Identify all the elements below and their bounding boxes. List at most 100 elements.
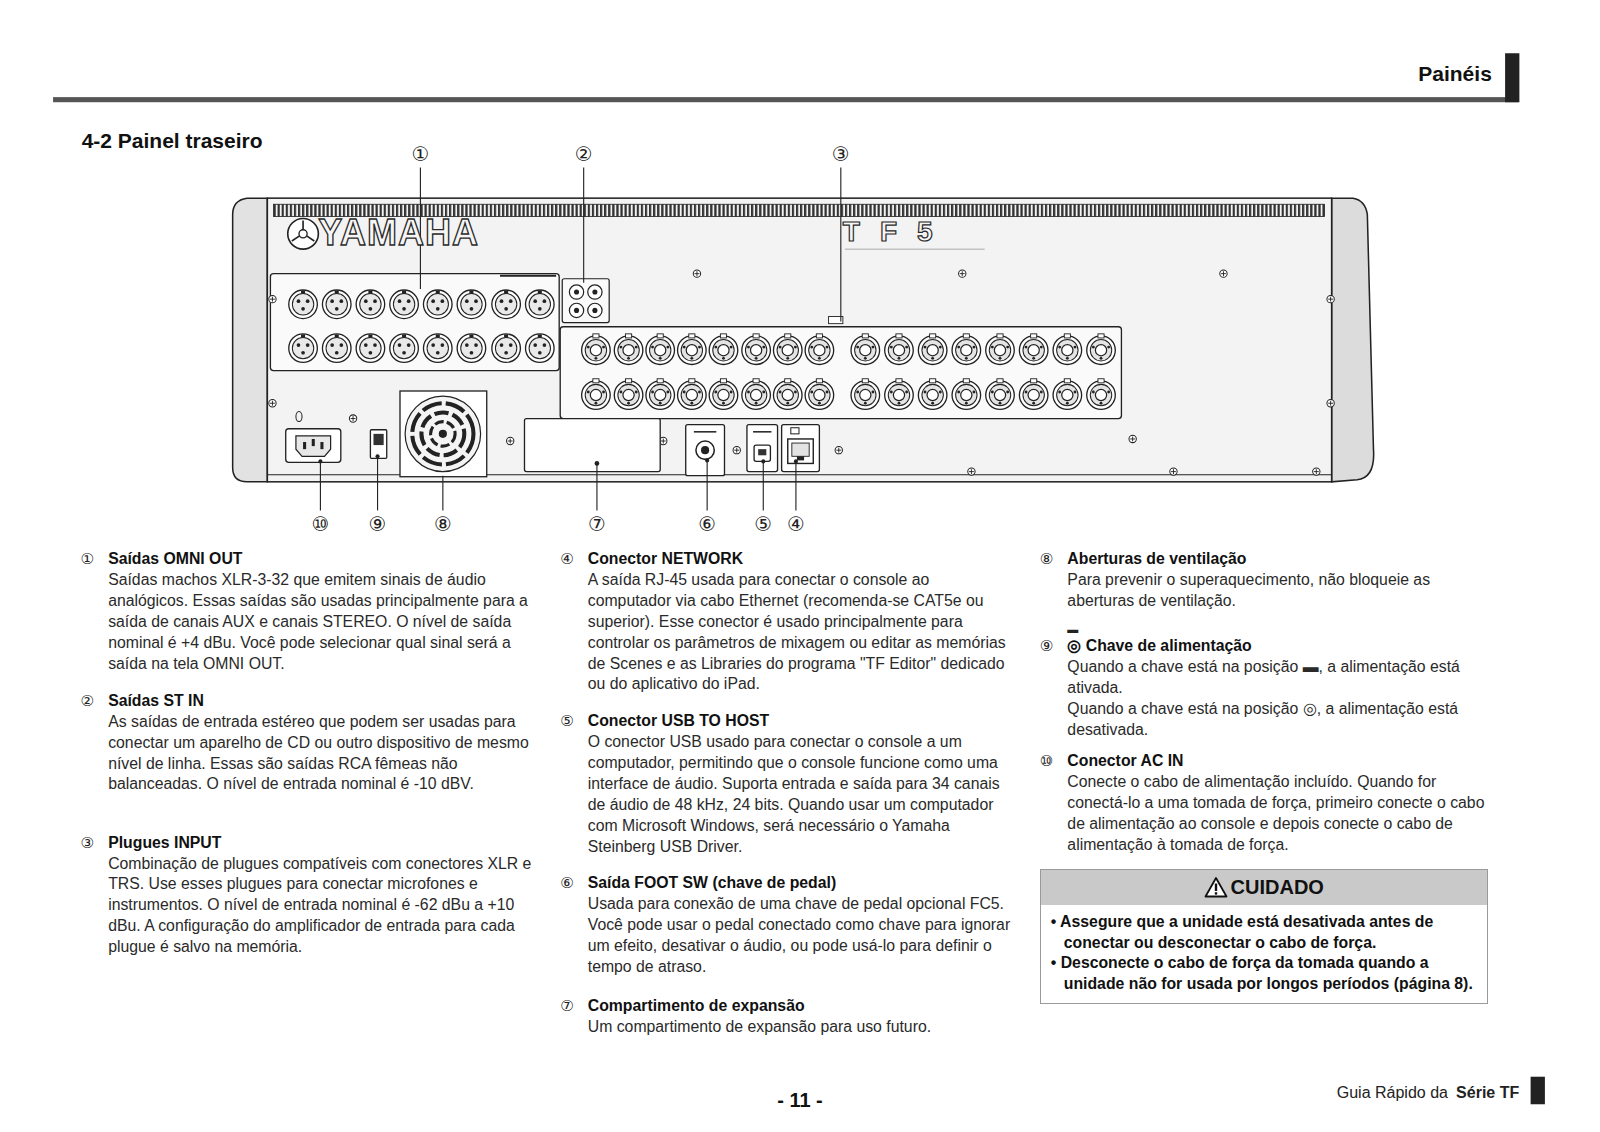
item-description: O conector USB usado para conectar o con… [588,732,1017,857]
item-description: As saídas de entrada estéreo que podem s… [108,712,531,796]
item-heading: Conector NETWORK [588,549,1017,570]
item-heading: Plugues INPUT [108,833,531,854]
footer-text-holder: Guia Rápido da [1265,1083,1448,1103]
item-description: Conecte o cabo de alimentação incluído. … [1067,772,1490,856]
item-number-holder: ⑥ [560,873,584,894]
leader-dot [705,458,709,462]
footer-text: Guia Rápido da [1265,1083,1448,1103]
callout-number-holder: ⑧ [428,512,459,536]
leader-dot [794,459,798,463]
leader-dot [376,454,380,458]
item-description: Combinação de plugues compatíveis com co… [108,854,531,959]
item-description: Quando a chave está na posição ◎, a alim… [1067,699,1490,741]
item-number: ② [81,691,105,712]
leader-dot [318,459,322,463]
item-number: ⑩ [1040,751,1064,772]
brand-logo-holder: YAMAHA [318,213,532,253]
item-block: Saídas ST INAs saídas de entrada estéreo… [108,691,531,796]
section-header: Painéis [1329,62,1492,86]
item-block: Saídas OMNI OUTSaídas machos XLR-3-32 qu… [108,549,531,674]
section-header-holder: Painéis [1329,62,1492,86]
item-number-holder: ⑨ [1040,636,1064,657]
item-block: Conector NETWORKA saída RJ-45 usada para… [588,549,1017,695]
item-heading: Saídas OMNI OUT [108,549,531,570]
callout-number-holder: ⑩ [305,512,336,536]
ac-in-inlet [286,411,341,462]
callout-number-holder: ④ [781,512,812,536]
caution-body: • Assegure que a unidade está desativada… [1041,905,1487,1004]
item-number: ⑥ [560,873,584,894]
item-number-holder: ② [81,691,105,712]
item-number-holder: ⑧ [1040,549,1064,570]
item-number: ⑤ [560,711,584,732]
item-block: Conector AC INConecte o cabo de alimenta… [1067,751,1490,856]
item-description: A saída RJ-45 usada para conectar o cons… [588,570,1017,695]
caution-box: CUIDADO• Assegure que a unidade está des… [1040,869,1488,1005]
item-heading: Conector USB TO HOST [588,711,1017,732]
item-number-holder: ⑦ [560,996,584,1017]
power-switch [370,430,386,459]
item-heading: ◎ Chave de alimentação [1067,636,1490,657]
page-number: - 11 - [759,1088,841,1112]
brand-logo: YAMAHA [318,213,532,253]
ventilation-fan [400,391,487,477]
footer-series: Série TF [1456,1083,1538,1103]
item-description: Quando a chave está na posição ▬, a alim… [1067,657,1490,699]
item-number: ④ [560,549,584,570]
caution-header: CUIDADO [1041,870,1487,905]
item-number-holder: ⑤ [560,711,584,732]
section-title: 4-2 Painel traseiro [82,128,511,154]
callout-number-holder: ⑨ [362,512,393,536]
item-heading: Saída FOOT SW (chave de pedal) [588,873,1017,894]
item-number: ③ [81,833,105,854]
callout-number-holder: ③ [826,142,857,166]
item-block: Compartimento de expansãoUm compartiment… [588,996,1017,1038]
header-tab [1505,53,1519,102]
item-number: ⑨ [1040,636,1064,657]
usb-to-host-port [747,425,778,472]
st-in-rca-jacks [562,279,609,323]
callout-number: ① [405,142,436,166]
callout-number: ② [568,142,599,166]
item-heading: Saídas ST IN [108,691,531,712]
item-heading: Aberturas de ventilação [1067,549,1490,570]
leader-dot [761,459,765,463]
item-heading: Compartimento de expansão [588,996,1017,1017]
item-block: Plugues INPUTCombinação de plugues compa… [108,833,531,958]
warning-icon [1204,876,1228,898]
item-block: ▬◎ Chave de alimentaçãoQuando a chave es… [1067,622,1490,741]
input-combo-jacks [560,317,1121,419]
callout-number-holder: ⑦ [582,512,613,536]
item-number-holder: ④ [560,549,584,570]
model-logo: TF5 [843,216,1047,248]
yamaha-emblem [288,219,319,250]
footer-tab [1531,1077,1545,1105]
expansion-slot [524,419,660,472]
callout-number: ⑧ [428,512,459,536]
item-block: Conector USB TO HOSTO conector USB usado… [588,711,1017,857]
network-port [782,425,820,472]
item-block: Saída FOOT SW (chave de pedal)Usada para… [588,873,1017,978]
item-number: ⑧ [1040,549,1064,570]
item-heading: Conector AC IN [1067,751,1490,772]
model-logo-holder: TF5 [843,216,1047,248]
item-number-holder: ⑩ [1040,751,1064,772]
model-underline [845,249,985,250]
item-description: Usada para conexão de uma chave de pedal… [588,894,1017,978]
callout-number: ④ [781,512,812,536]
console-body [233,198,1374,482]
item-number: ① [81,549,105,570]
item-description: Um compartimento de expansão para uso fu… [588,1017,1017,1038]
item-number-holder: ③ [81,833,105,854]
item-description: Saídas machos XLR-3-32 que emitem sinais… [108,570,531,675]
page-number-holder: - 11 - [759,1088,841,1112]
switch-symbol: ▬ [1067,622,1490,636]
footer-series-holder: Série TF [1456,1083,1538,1103]
callout-number: ⑩ [305,512,336,536]
omni-out-connectors [270,274,559,371]
title-holder: 4-2 Painel traseiro [82,128,511,154]
item-number-holder: ① [81,549,105,570]
callout-number-holder: ⑥ [692,512,723,536]
callout-number: ⑥ [692,512,723,536]
